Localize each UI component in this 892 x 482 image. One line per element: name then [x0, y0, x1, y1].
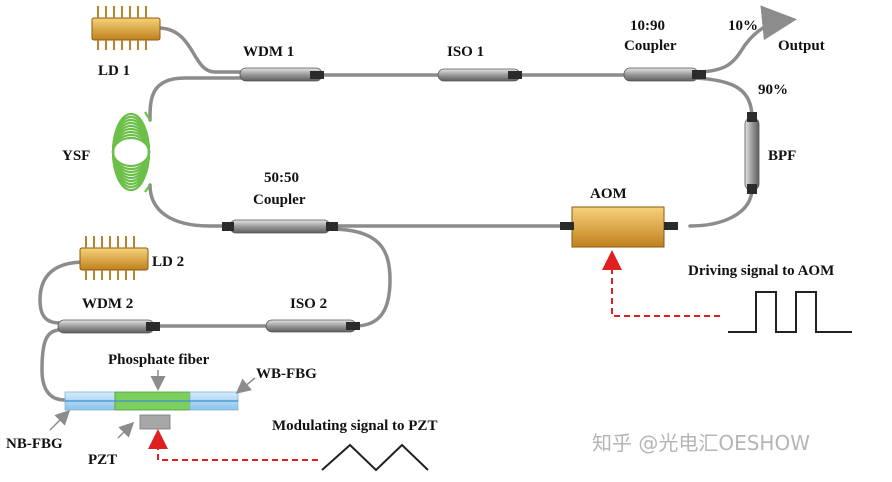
- fiber-output: [693, 5, 797, 74]
- bpf-component: [744, 112, 760, 194]
- wdm2-component: [57, 319, 160, 334]
- ld2-laser: [79, 236, 149, 280]
- aom-signal-line: [602, 250, 720, 317]
- wdm2-label: WDM 2: [82, 296, 133, 312]
- fiber-coupler-bpf: [693, 76, 754, 120]
- coupler-5050-component: [222, 219, 338, 234]
- ysf-coil: [111, 111, 151, 193]
- fiber-wdm2-fbg: [40, 328, 67, 402]
- fiber-paths: [38, 5, 797, 402]
- coupler-5050-ratio-label: 50:50: [264, 170, 299, 186]
- fiber-wdm1-ysf: [148, 76, 247, 122]
- modulating-signal-label: Modulating signal to PZT: [272, 418, 437, 434]
- pct10-label: 10%: [728, 18, 758, 34]
- ld1-label: LD 1: [98, 63, 130, 79]
- aom-component: [560, 206, 678, 248]
- iso2-component: [265, 319, 360, 333]
- phosphate-fiber-label: Phosphate fiber: [108, 352, 210, 368]
- fiber-ysf-5050: [148, 183, 234, 228]
- pointer-arrows: [49, 370, 256, 439]
- fiber-bpf-aom: [688, 186, 754, 228]
- signal-lines: [148, 250, 720, 461]
- triangle-wave-icon: [321, 443, 429, 472]
- fiber-ld2-wdm2: [38, 260, 87, 325]
- wb-fbg-label: WB-FBG: [256, 366, 317, 382]
- iso1-component: [437, 68, 522, 82]
- coupler-1090-ratio-label: 10:90: [630, 18, 665, 34]
- fbg-assembly: [64, 391, 239, 430]
- watermark-text: 知乎 @光电汇OESHOW: [592, 431, 810, 455]
- pct90-label: 90%: [758, 82, 788, 98]
- bpf-label: BPF: [768, 148, 796, 164]
- wdm1-component: [239, 67, 324, 82]
- pzt-block: [139, 414, 171, 430]
- coupler-1090-component: [623, 67, 706, 82]
- ld2-label: LD 2: [152, 254, 184, 270]
- fiber-ld1-wdm1: [158, 26, 247, 74]
- nb-fbg-label: NB-FBG: [6, 436, 63, 452]
- pzt-signal-line: [148, 429, 318, 461]
- driving-signal-label: Driving signal to AOM: [688, 263, 834, 279]
- fiber-5050-iso2: [328, 227, 392, 328]
- coupler-1090-name-label: Coupler: [624, 38, 677, 54]
- square-wave-icon: [728, 291, 852, 333]
- iso2-label: ISO 2: [290, 296, 327, 312]
- pzt-label: PZT: [88, 452, 117, 468]
- aom-label: AOM: [590, 186, 627, 202]
- wdm1-label: WDM 1: [243, 44, 294, 60]
- iso1-label: ISO 1: [447, 44, 484, 60]
- output-label: Output: [778, 38, 825, 54]
- ysf-label: YSF: [62, 148, 90, 164]
- ld1-laser: [91, 6, 161, 50]
- coupler-5050-name-label: Coupler: [253, 192, 306, 208]
